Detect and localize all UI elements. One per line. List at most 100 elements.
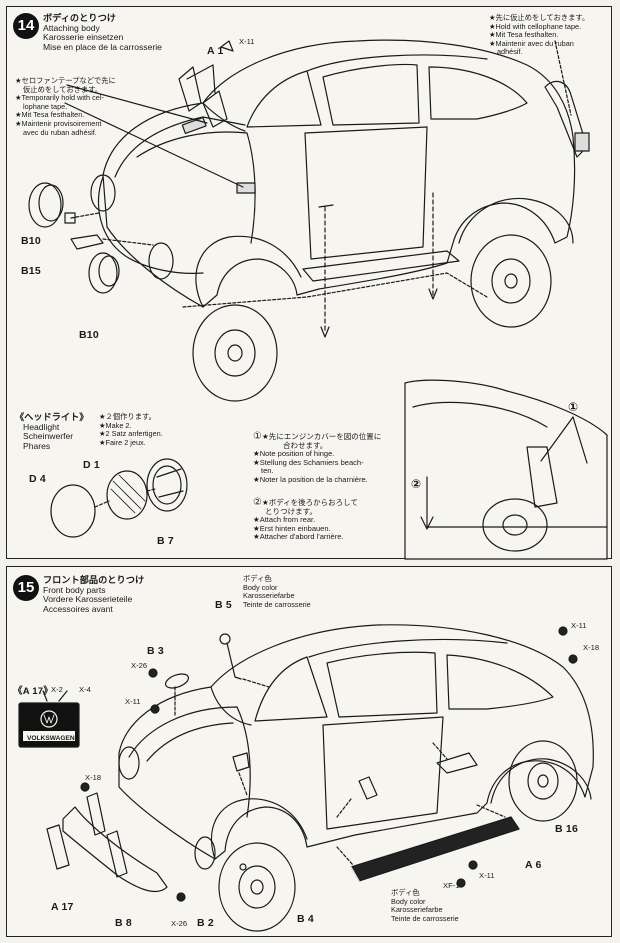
circle-1: ① bbox=[253, 431, 262, 442]
body-color-note-bottom: ボディ色 Body color Karosseriefarbe Teinte d… bbox=[391, 888, 459, 923]
rear-window bbox=[429, 67, 527, 119]
hinge-note-1: ①★先にエンジンカバーを図の位置に 合わせます。 ★Note position … bbox=[253, 431, 382, 485]
step-15-panel: 15 フロント部品のとりつけ Front body parts Vordere … bbox=[6, 566, 612, 937]
label-a1: A 1 bbox=[207, 45, 224, 57]
note-line: ten. bbox=[261, 466, 274, 476]
label-b10-top: B10 bbox=[21, 235, 41, 247]
label-d4: D 4 bbox=[29, 473, 46, 485]
label-b7: B 7 bbox=[157, 535, 174, 547]
body-color-note-top: ボディ色 Body color Karosseriefarbe Teinte d… bbox=[243, 574, 311, 609]
note-line: Teinte de carrosserie bbox=[391, 913, 459, 923]
label-b3: B 3 bbox=[147, 645, 164, 657]
label-x18-left: X-18 bbox=[85, 773, 102, 782]
door-window bbox=[327, 652, 437, 717]
inset-marker-1: ① bbox=[568, 400, 579, 414]
note-line: とりつけます。 bbox=[265, 506, 317, 516]
note-line: ★Make 2. bbox=[99, 420, 132, 430]
title-jp: ボディのとりつけ bbox=[43, 13, 116, 23]
tape-note-right: ★先に仮止めをしておきます。 ★Hold with cellophane tap… bbox=[489, 13, 590, 57]
label-b15: B15 bbox=[21, 265, 41, 277]
label-a6: A 6 bbox=[525, 859, 542, 871]
headlight-left bbox=[29, 183, 61, 227]
headlight-fr: Phares bbox=[23, 440, 51, 451]
rear-wheel bbox=[471, 235, 551, 327]
note-line: ★Note position of hinge. bbox=[253, 449, 335, 459]
inset-view bbox=[405, 380, 607, 559]
note-line: ★先にエンジンカバーを図の位置に bbox=[261, 432, 382, 441]
rim-b7 bbox=[147, 459, 187, 511]
label-x4: X-4 bbox=[79, 685, 91, 694]
circle-2: ② bbox=[253, 497, 262, 508]
note-line: ★Faire 2 jeux. bbox=[99, 437, 146, 447]
note-line: ★２個作ります。 bbox=[99, 412, 156, 421]
label-x11-left: X-11 bbox=[125, 697, 141, 706]
step-title: フロント部品のとりつけ Front body parts Vordere Kar… bbox=[43, 575, 144, 614]
label-b8: B 8 bbox=[115, 917, 132, 929]
hinge-note-2: ②★ボディを後ろからおろして とりつけます。 ★Attach from rear… bbox=[253, 497, 358, 542]
label-b5: B 5 bbox=[215, 599, 232, 611]
note-line: ★Mit Tesa festhalten. bbox=[489, 30, 559, 40]
front-wheel bbox=[193, 305, 277, 401]
label-b4: B 4 bbox=[297, 913, 314, 925]
rear-wheel bbox=[509, 741, 577, 821]
step-14-panel: 14 ボディのとりつけ Attaching body Karosserie ei… bbox=[6, 6, 612, 559]
label-b10-bottom: B10 bbox=[79, 329, 99, 341]
label-x11-right-top: X-11 bbox=[571, 621, 587, 630]
windshield bbox=[247, 71, 321, 127]
note-line: ボディ色 bbox=[391, 888, 420, 897]
note-line: ★Hold with cellophane tape. bbox=[489, 21, 582, 31]
label-x11: X-11 bbox=[239, 37, 255, 46]
headlight-bottom bbox=[89, 253, 117, 293]
note-line: Karosseriefarbe bbox=[243, 591, 295, 601]
title-en: Attaching body bbox=[43, 22, 100, 33]
front-parts-illustration bbox=[7, 567, 613, 938]
headlight-de: Scheinwerfer bbox=[23, 431, 74, 442]
body-shell bbox=[119, 625, 593, 859]
label-xf1: XF-1 bbox=[443, 881, 460, 890]
note-line: ★Attacher d'abord l'arrière. bbox=[253, 532, 344, 542]
note-line: Karosseriefarbe bbox=[391, 905, 443, 915]
step-number: 14 bbox=[13, 13, 39, 39]
body-shell bbox=[103, 40, 575, 307]
note-line: Body color bbox=[391, 896, 426, 906]
front-wheel bbox=[219, 843, 295, 931]
inset-marker-2: ② bbox=[411, 477, 422, 491]
label-x26-top: X-26 bbox=[131, 661, 148, 670]
note-line: ★Noter la position de la charnière. bbox=[253, 474, 368, 484]
note-line: lophane tape. bbox=[23, 101, 68, 111]
note-line: 合わせます。 bbox=[283, 440, 328, 450]
note-line: 仮止めをしておきます。 bbox=[23, 84, 103, 94]
note-line: ★Stellung des Schamiers beach- bbox=[253, 457, 364, 467]
front-bumper bbox=[63, 807, 167, 891]
note-line: ★Mit Tesa festhalten. bbox=[15, 110, 85, 120]
label-b2: B 2 bbox=[197, 917, 214, 929]
note-line: adhésif. bbox=[497, 47, 523, 57]
label-x11-bottom: X-11 bbox=[479, 871, 495, 880]
title-fr: Accessoires avant bbox=[43, 603, 113, 614]
headlight-make-note: ★２個作ります。 ★Make 2. ★2 Satz anfertigen. ★F… bbox=[99, 412, 163, 447]
note-line: ★Temporarily hold with cel- bbox=[15, 93, 104, 103]
title-de: Karosserie einsetzen bbox=[43, 32, 124, 43]
label-a17: A 17 bbox=[51, 901, 74, 913]
headlight-en: Headlight bbox=[23, 421, 60, 432]
headlight-title-jp: 《ヘッドライト》 bbox=[15, 412, 89, 422]
badge-text: VOLKSWAGEN bbox=[27, 735, 75, 742]
rear-window bbox=[447, 655, 553, 709]
label-d1: D 1 bbox=[83, 459, 100, 471]
body-attach-illustration bbox=[7, 7, 613, 560]
title-en: Front body parts bbox=[43, 584, 106, 595]
note-line: Teinte de carrosserie bbox=[243, 599, 311, 609]
tape-note-left: ★セロファンテープなどで先に 仮止めをしておきます。 ★Temporarily … bbox=[15, 76, 116, 137]
step-title: ボディのとりつけ Attaching body Karosserie einse… bbox=[43, 13, 162, 52]
note-line: ★先に仮止めをしておきます。 bbox=[489, 13, 590, 22]
lens-d4 bbox=[51, 485, 95, 537]
note-line: ★Maintenir provisoirement bbox=[15, 118, 102, 128]
windshield bbox=[255, 657, 327, 721]
step-number: 15 bbox=[13, 575, 39, 601]
note-line: ★Erst hinten einbauen. bbox=[253, 523, 331, 533]
note-line: ★セロファンテープなどで先に bbox=[15, 76, 116, 85]
note-line: ★ボディを後ろからおろして bbox=[261, 498, 358, 507]
label-a17-badge: 《A 17》 bbox=[13, 686, 53, 697]
door-window bbox=[323, 65, 419, 126]
note-line: ★Maintenir avec du ruban bbox=[489, 38, 574, 48]
